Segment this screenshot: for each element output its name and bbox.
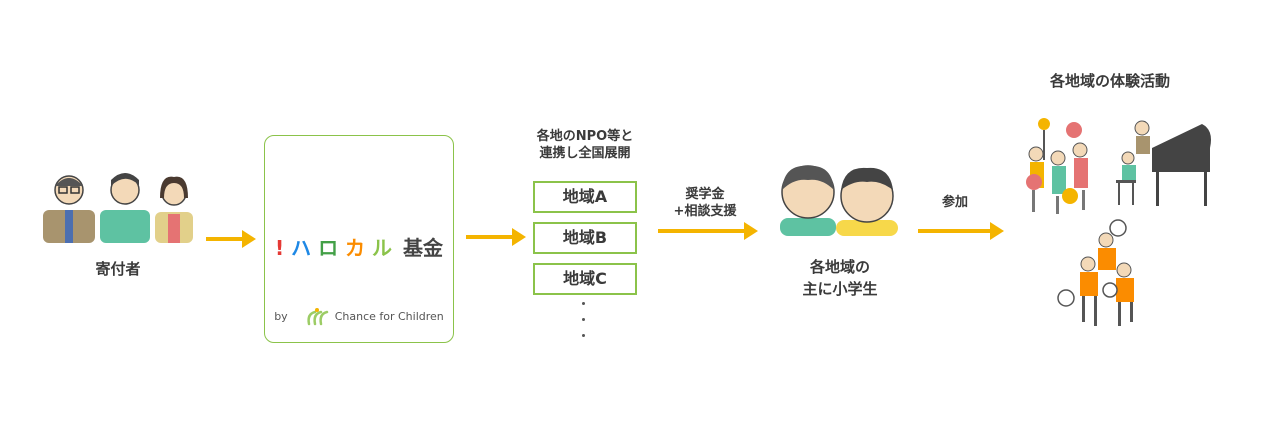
logo-part-2: ハ [291, 236, 312, 260]
soccer-activity-illustration [1057, 219, 1134, 326]
donors-label: 寄付者 [95, 260, 141, 278]
students-caption-line-2: 主に小学生 [802, 280, 878, 298]
support-caption: 奨学金 +相談支援 [650, 186, 760, 220]
join-label: 参加 [941, 195, 968, 210]
fund-logo: ! ハ ロ カ ル 基金 [265, 232, 453, 261]
logo-part-3: ロ [318, 236, 339, 260]
support-caption-line-2: +相談支援 [673, 204, 737, 219]
logo-part-1: ! [275, 236, 285, 260]
donor-2-body [100, 210, 150, 243]
region-a: 地域A [533, 181, 637, 213]
ellipsis-dot-3 [582, 334, 585, 337]
by-text: by [274, 310, 288, 323]
donors-illustration [43, 173, 193, 243]
npo-caption-line-1: 各地のNPO等と [536, 129, 634, 144]
arrow-npo-to-students [658, 222, 758, 240]
partner-name: Chance for Children [334, 310, 444, 323]
students-caption-line-1: 各地域の [809, 258, 870, 276]
ellipsis-dot-2 [582, 318, 585, 321]
partner-line: by Chance for Children [265, 306, 453, 328]
student-2-body [836, 220, 898, 236]
npo-caption: 各地のNPO等と 連携し全国展開 [520, 128, 650, 162]
arrow-students-to-activities [918, 222, 1004, 240]
students-illustration [780, 165, 898, 236]
fund-box: ! ハ ロ カ ル 基金 by Chance for Children [264, 135, 454, 343]
npo-caption-line-2: 連携し全国展開 [539, 146, 631, 161]
arrow-donors-to-fund [206, 230, 256, 248]
cfc-logo-icon [307, 308, 329, 326]
arrow-fund-to-npo [466, 228, 526, 246]
band-activity-illustration [1026, 118, 1088, 214]
student-1-body [780, 218, 836, 236]
piano-activity-illustration [1116, 120, 1211, 206]
ellipsis-dot-1 [582, 302, 585, 305]
logo-part-6: 基金 [402, 236, 443, 260]
activities-title: 各地域の体験活動 [1049, 72, 1170, 90]
support-caption-line-1: 奨学金 [685, 187, 725, 202]
students-caption: 各地域の 主に小学生 [780, 256, 900, 300]
region-b: 地域B [533, 222, 637, 254]
region-c: 地域C [533, 263, 637, 295]
logo-part-5: ル [372, 236, 393, 260]
logo-part-4: カ [345, 236, 366, 260]
